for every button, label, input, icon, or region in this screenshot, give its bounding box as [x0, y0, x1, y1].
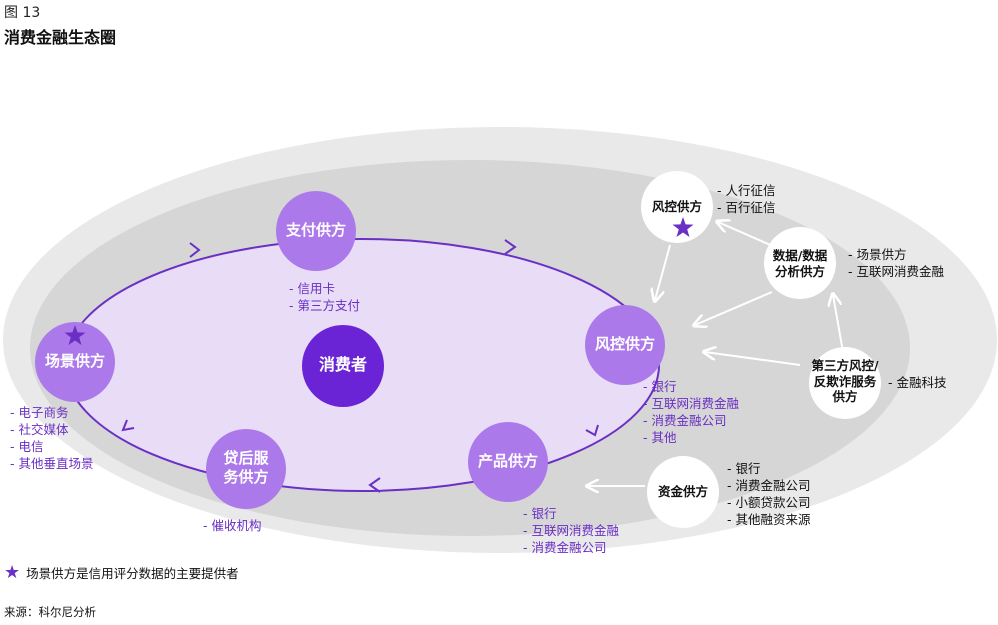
risk-node-label: 风控供方 [594, 335, 655, 353]
list-item: 电子商务 [10, 404, 94, 421]
credit-bureau-node [641, 171, 713, 243]
payment-items: 信用卡 第三方支付 [289, 280, 360, 314]
list-item: 第三方支付 [289, 297, 360, 314]
risk-node [585, 305, 665, 385]
data-provider-label: 数据/数据 分析供方 [762, 248, 838, 279]
consumer-node [302, 325, 384, 407]
scene-items: 电子商务 社交媒体 电信 其他垂直场景 [10, 404, 94, 472]
postloan-node [206, 429, 286, 509]
scene-node-label: 场景供方 [44, 352, 105, 370]
product-items: 银行 互联网消费金融 消费金融公司 [523, 505, 619, 556]
list-item: 金融科技 [888, 374, 946, 391]
third-party-label-line2: 反欺诈服务 [813, 373, 877, 389]
arrow-risk-to-ring [655, 244, 671, 300]
list-item: 消费金融公司 [523, 539, 619, 556]
arrow-data-to-risk [718, 222, 776, 248]
payment-node-label: 支付供方 [285, 221, 346, 239]
credit-bureau-label: 风控供方 [651, 199, 702, 214]
source-note: 来源：科尔尼分析 [4, 605, 96, 619]
list-item: 银行 [643, 378, 739, 395]
figure-number: 图 13 [4, 5, 41, 21]
list-item: 互联网消费金融 [643, 395, 739, 412]
third-party-risk-label: 第三方风控/ 反欺诈服务 供方 [800, 358, 890, 405]
postloan-node-label: 贷后服 务供方 [206, 449, 286, 487]
star-icon [64, 325, 86, 345]
arrow-thirdparty-to-data [833, 295, 844, 353]
ring-arrow-right [585, 424, 599, 437]
list-item: 其他垂直场景 [10, 455, 93, 472]
ring-arrow-bottom [368, 477, 381, 493]
list-item: 人行征信 [717, 182, 775, 199]
third-party-risk-node [809, 347, 881, 419]
flow-arrows [588, 222, 844, 486]
list-item: 互联网消费金融 [848, 263, 944, 280]
data-label-line1: 数据/数据 [772, 248, 828, 263]
list-item: 银行 [727, 460, 811, 477]
footnote: ★ 场景供方是信用评分数据的主要提供者 [4, 563, 239, 582]
product-node [468, 422, 548, 502]
list-item: 电信 [10, 438, 94, 455]
data-label-line2: 分析供方 [774, 263, 825, 279]
footnote-text: 场景供方是信用评分数据的主要提供者 [26, 566, 239, 581]
postloan-label-line2: 务供方 [223, 467, 269, 486]
data-provider-items: 场景供方 互联网消费金融 [848, 246, 944, 280]
list-item: 场景供方 [848, 246, 944, 263]
credit-bureau-items: 人行征信 百行征信 [717, 182, 775, 216]
arrow-data-to-ring [695, 291, 773, 325]
star-icon: ★ [4, 561, 21, 583]
third-party-items: 金融科技 [888, 374, 946, 391]
list-item: 社交媒体 [10, 421, 94, 438]
risk-items: 银行 互联网消费金融 消费金融公司 其他 [643, 378, 739, 446]
list-item: 消费金融公司 [727, 477, 810, 494]
ring-arrow-left [121, 419, 135, 432]
ring-arrow-top-right [504, 239, 517, 255]
list-item: 百行征信 [717, 199, 775, 216]
funding-label: 资金供方 [657, 484, 708, 499]
consumer-label: 消费者 [318, 355, 367, 374]
postloan-items: 催收机构 [203, 517, 261, 534]
ring-arrow-top-left [189, 242, 201, 258]
list-item: 银行 [523, 505, 619, 522]
scene-node [35, 322, 115, 402]
payment-node [276, 191, 356, 271]
funding-node [647, 456, 719, 528]
list-item: 其他 [643, 429, 739, 446]
third-party-label-line1: 第三方风控/ [811, 358, 879, 373]
funding-items: 银行 消费金融公司 小额贷款公司 其他融资来源 [727, 460, 811, 528]
product-node-label: 产品供方 [477, 452, 538, 470]
list-item: 小额贷款公司 [727, 494, 810, 511]
list-item: 其他融资来源 [727, 511, 810, 528]
list-item: 消费金融公司 [643, 412, 739, 429]
data-provider-node [764, 227, 836, 299]
ring-arrows [121, 239, 599, 493]
star-icon [672, 217, 694, 237]
list-item: 信用卡 [289, 280, 360, 297]
list-item: 互联网消费金融 [523, 522, 619, 539]
arrow-thirdparty-to-ring [705, 352, 801, 366]
postloan-label-line1: 贷后服 [223, 449, 269, 467]
list-item: 催收机构 [203, 517, 261, 534]
third-party-label-line3: 供方 [832, 389, 858, 405]
figure-title: 消费金融生态圈 [4, 28, 117, 47]
